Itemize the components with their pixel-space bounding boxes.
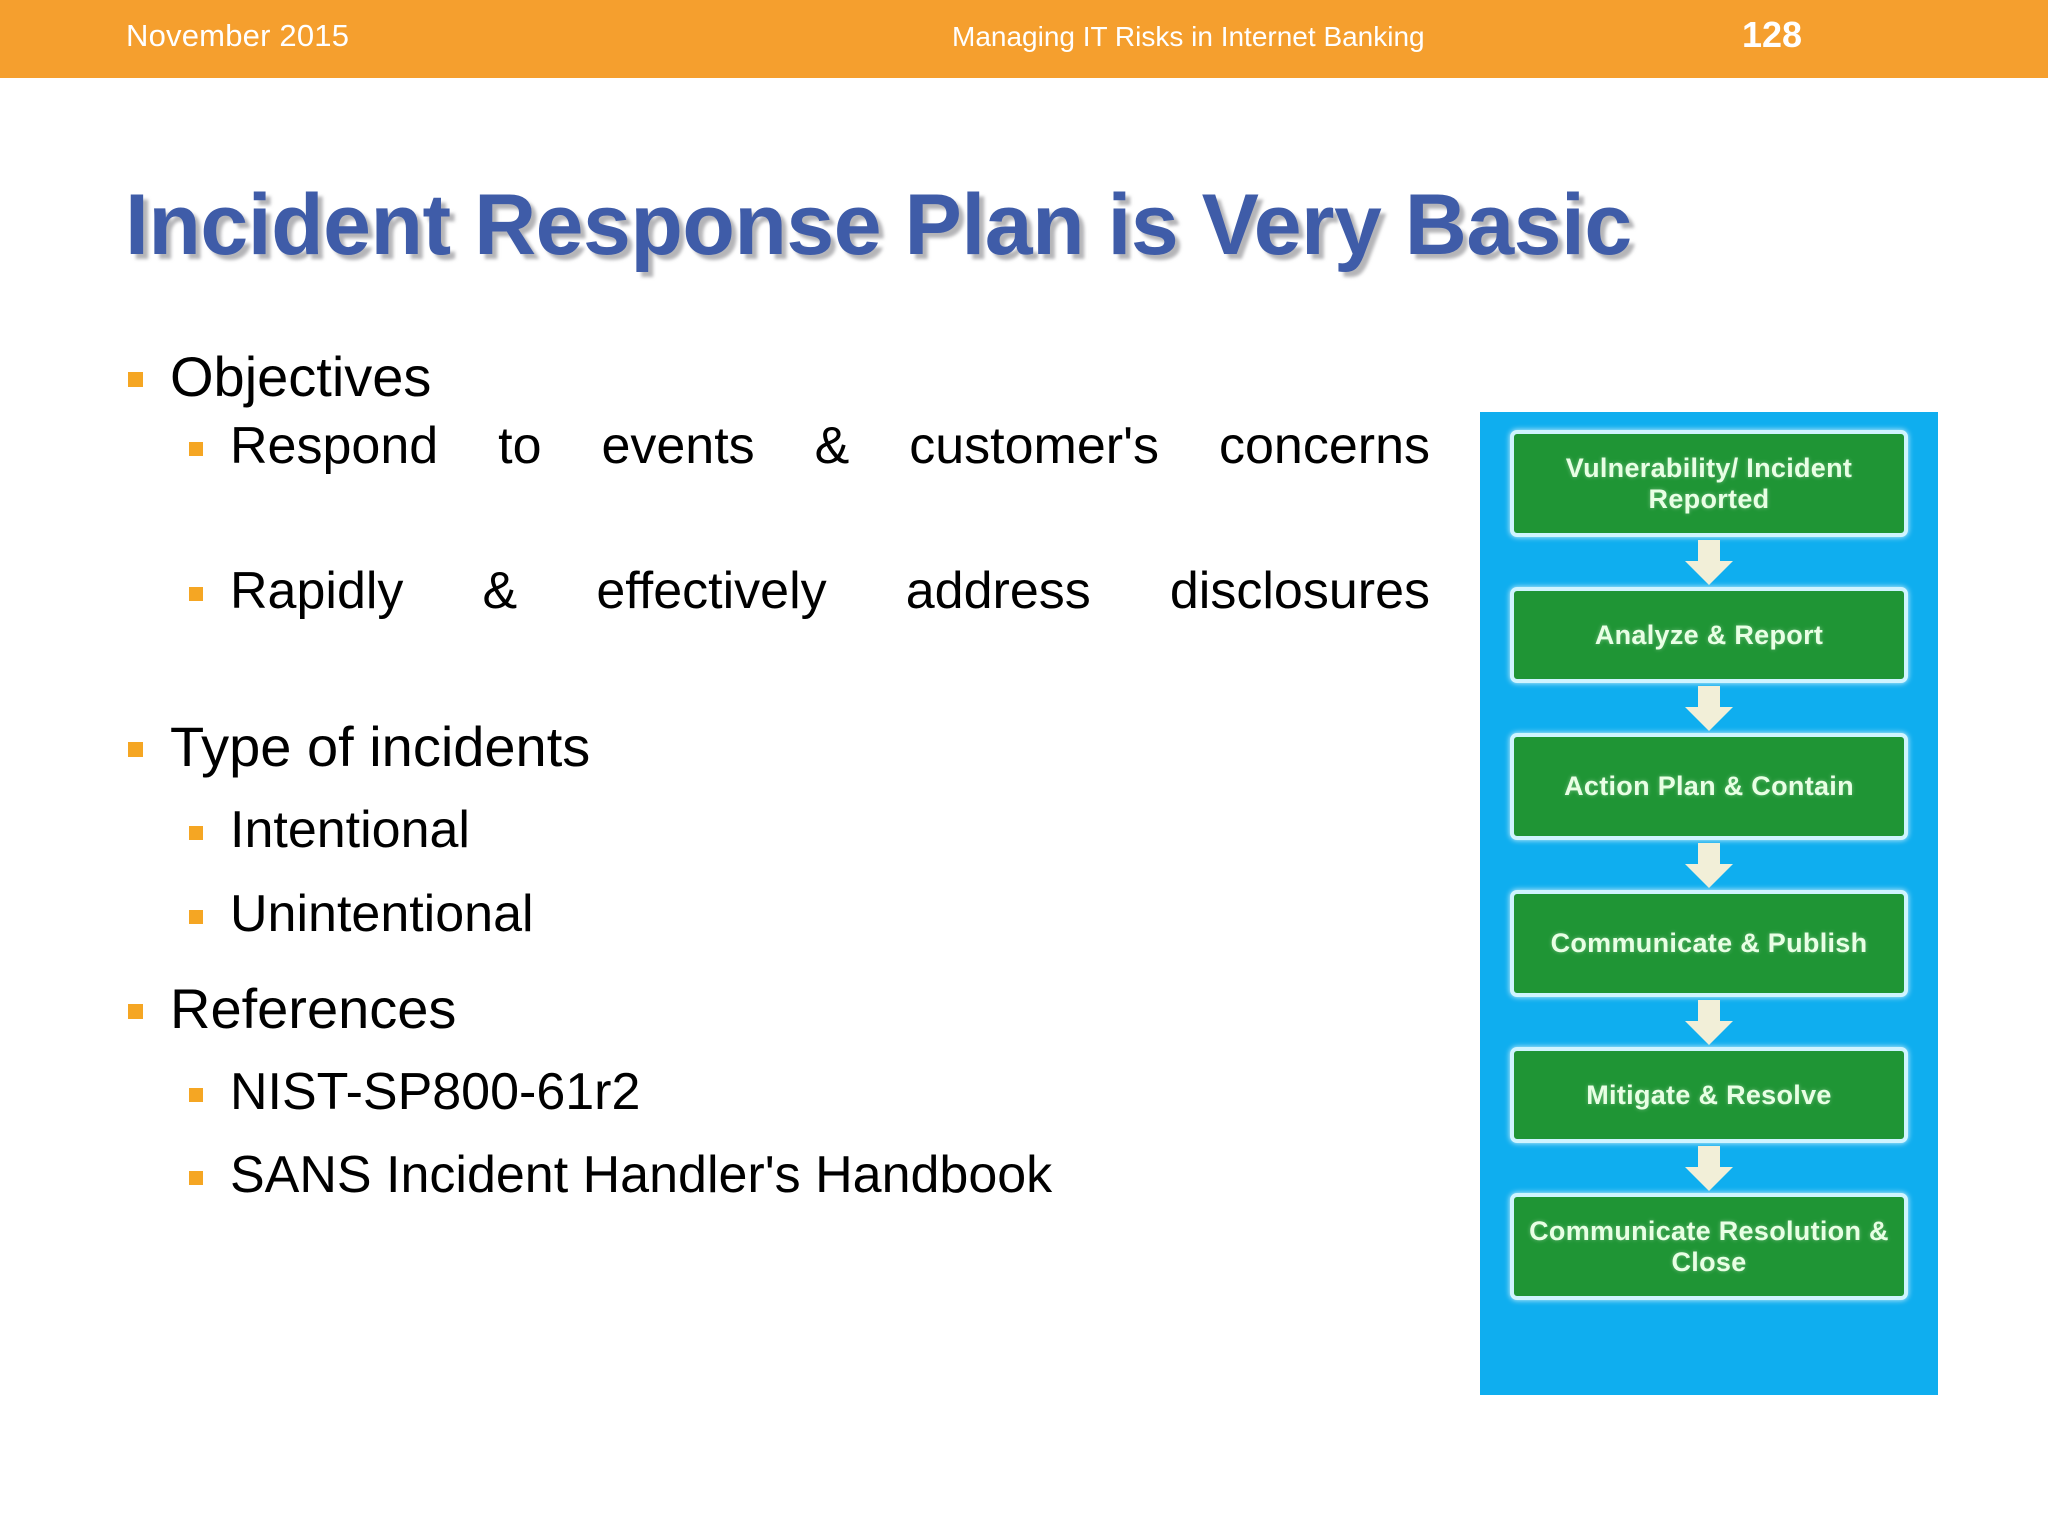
spacer	[125, 953, 1430, 977]
spacer	[125, 691, 1430, 715]
flow-step-label: Action Plan & Contain	[1564, 771, 1854, 802]
arrow-head	[1685, 1167, 1733, 1191]
flow-step-label: Communicate Resolution & Close	[1529, 1216, 1889, 1277]
bullet-marker-square-icon	[189, 441, 203, 456]
flow-step-mitigate-and-resolve: Mitigate & Resolve	[1510, 1047, 1908, 1143]
bullet-level2-respond-to-events: Respond to events & customer's concerns	[125, 416, 1430, 539]
bullet-text: Type of incidents	[170, 715, 591, 779]
bullet-text: Rapidly & effectively address disclosure…	[230, 561, 1430, 620]
spacer	[125, 870, 1430, 884]
page-title: Incident Response Plan is Very Basic	[125, 177, 1632, 273]
arrow-head	[1685, 707, 1733, 731]
bullet-level2-rapidly-address-disclosures: Rapidly & effectively address disclosure…	[125, 561, 1430, 684]
arrow-down-icon	[1685, 540, 1733, 585]
arrow-head	[1685, 1021, 1733, 1045]
header-page-number: 128	[1742, 14, 1803, 55]
bullet-level1-type-of-incidents: Type of incidents	[125, 715, 1430, 780]
arrow-head	[1685, 561, 1733, 585]
header-deck-title: Managing IT Risks in Internet Banking	[952, 21, 1425, 52]
spacer	[125, 547, 1430, 561]
flow-step-action-plan-and-contain: Action Plan & Contain	[1510, 733, 1908, 840]
bullet-level2-sans-incident-handlers-handbook: SANS Incident Handler's Handbook	[125, 1145, 1430, 1206]
bullet-marker-square-icon	[189, 1088, 203, 1103]
flow-arrow-down-icon	[1510, 997, 1908, 1047]
spacer	[125, 1131, 1430, 1145]
arrow-stem	[1698, 843, 1720, 866]
bullet-text: Objectives	[170, 345, 432, 408]
flow-step-label: Vulnerability/ Incident Reported	[1565, 453, 1853, 514]
bullet-text: SANS Incident Handler's Handbook	[230, 1146, 1053, 1205]
spacer	[125, 1048, 1430, 1062]
flow-step-analyze-and-report: Analyze & Report	[1510, 587, 1908, 683]
arrow-down-icon	[1685, 1000, 1733, 1045]
bullet-level2-intentional: Intentional	[125, 800, 1430, 861]
flow-step-communicate-and-publish: Communicate & Publish	[1510, 890, 1908, 997]
arrow-stem	[1698, 1000, 1720, 1023]
header-date: November 2015	[126, 18, 350, 53]
flow-step-label: Analyze & Report	[1594, 619, 1824, 650]
bullet-text: References	[170, 977, 457, 1041]
arrow-stem	[1698, 540, 1720, 563]
flow-step-vulnerability-incident-reported: Vulnerability/ Incident Reported	[1510, 430, 1908, 537]
bullet-marker-square-icon	[189, 826, 203, 841]
bullet-marker-square-icon	[189, 909, 203, 924]
bullet-text: Intentional	[230, 801, 470, 860]
arrow-stem	[1698, 1146, 1720, 1169]
flow-step-communicate-resolution-and-close: Communicate Resolution & Close	[1510, 1193, 1908, 1300]
bullet-marker-square-icon	[189, 586, 203, 601]
bullet-marker-square-icon	[128, 742, 143, 758]
bullet-marker-square-icon	[128, 372, 143, 387]
bullet-text: Unintentional	[230, 884, 534, 943]
flow-step-label: Mitigate & Resolve	[1586, 1079, 1832, 1110]
flow-arrow-down-icon	[1510, 537, 1908, 587]
bullet-marker-square-icon	[128, 1004, 143, 1020]
bullet-level2-nist-sp800-61r2: NIST-SP800-61r2	[125, 1062, 1430, 1123]
bullet-level1-references: References	[125, 977, 1430, 1042]
bullet-level1-objectives: Objectives	[125, 345, 1430, 410]
arrow-down-icon	[1685, 686, 1733, 731]
bullet-text: NIST-SP800-61r2	[230, 1063, 641, 1122]
flow-arrow-down-icon	[1510, 840, 1908, 890]
arrow-stem	[1698, 686, 1720, 709]
spacer	[125, 786, 1430, 800]
bullet-marker-square-icon	[189, 1171, 203, 1186]
arrow-head	[1685, 864, 1733, 888]
flow-arrow-down-icon	[1510, 1143, 1908, 1193]
arrow-down-icon	[1685, 843, 1733, 888]
flow-step-label: Communicate & Publish	[1550, 928, 1868, 959]
bullet-text: Respond to events & customer's concerns	[230, 416, 1430, 475]
arrow-down-icon	[1685, 1146, 1733, 1191]
incident-response-flow-diagram: Vulnerability/ Incident Reported Analyze…	[1480, 412, 1938, 1395]
slide-header-bar: November 2015 Managing IT Risks in Inter…	[0, 0, 2048, 78]
flow-arrow-down-icon	[1510, 683, 1908, 733]
slide-body-content: Objectives Respond to events & customer'…	[125, 345, 1430, 1215]
bullet-level2-unintentional: Unintentional	[125, 884, 1430, 945]
